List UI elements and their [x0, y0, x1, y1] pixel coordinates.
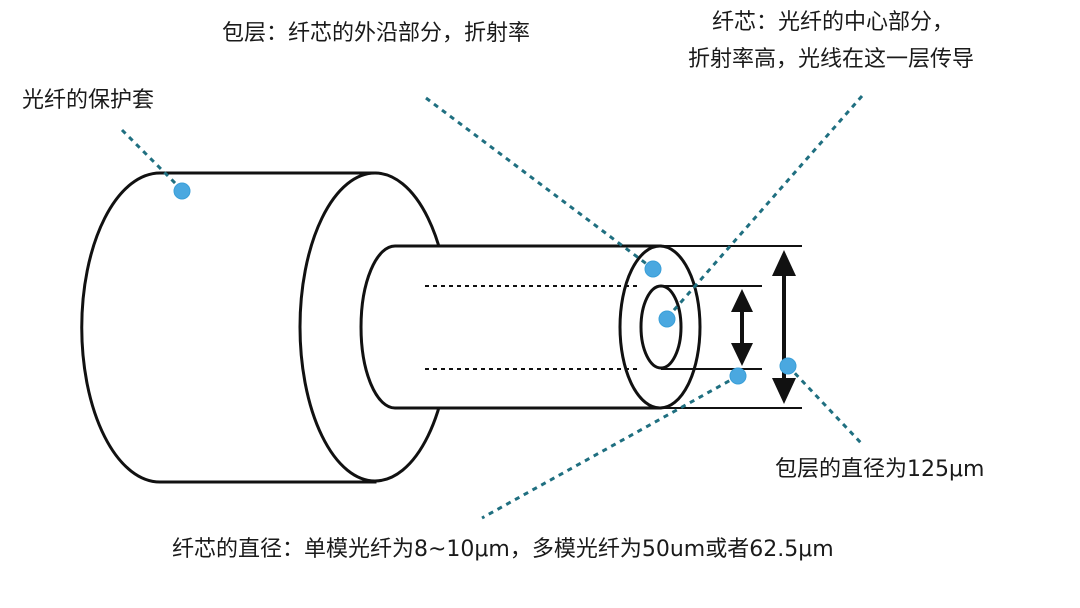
cladding-label: 包层：纤芯的外沿部分，折射率	[222, 21, 530, 46]
jacket-label: 光纤的保护套	[22, 88, 154, 113]
core-leader-line	[665, 95, 864, 319]
cladding-leader-line	[425, 96, 653, 270]
core-label-line1: 纤芯：光纤的中心部分，	[712, 10, 954, 35]
dimension-extension-lines	[660, 245, 802, 409]
core-marker-dot	[658, 310, 676, 328]
core-diameter-label: 纤芯的直径：单模光纤为8~10μm，多模光纤为50um或者62.5μm	[172, 537, 834, 562]
core-diameter-marker-dot	[729, 367, 747, 385]
jacket-marker-dot	[173, 182, 191, 200]
core-diameter-leader-line	[481, 374, 739, 520]
core-label-line2: 折射率高，光线在这一层传导	[688, 47, 974, 72]
cladding-diameter-marker-dot	[779, 357, 797, 375]
cladding-diameter-label: 包层的直径为125μm	[775, 457, 984, 482]
cladding-diameter-leader-line	[786, 364, 864, 446]
core-diameter-arrow	[731, 289, 753, 366]
cladding-diameter-arrow	[772, 250, 796, 404]
cladding-marker-dot	[644, 260, 662, 278]
jacket-leader-line	[120, 128, 184, 192]
